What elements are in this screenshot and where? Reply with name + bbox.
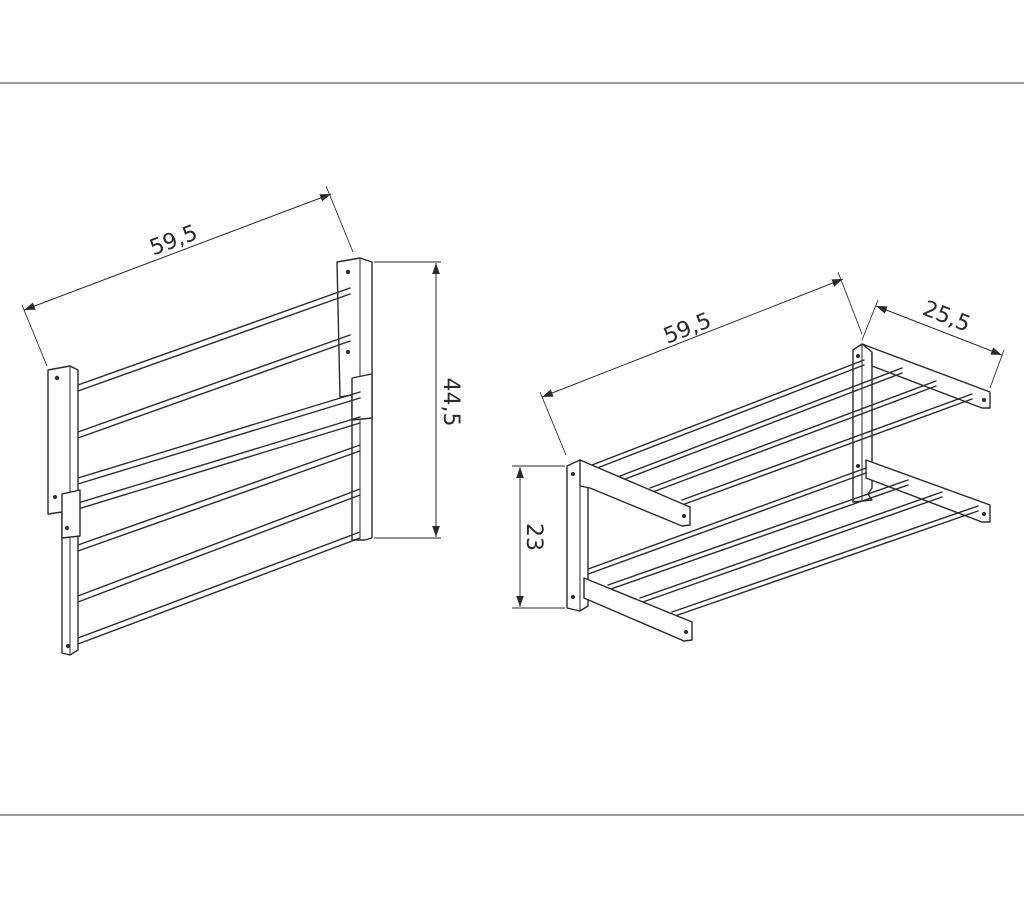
open-rack-view (566, 343, 991, 642)
folded-rack-view (47, 257, 373, 656)
folded-rails (77, 287, 361, 645)
folded-height-dimension: 44,5 (374, 261, 463, 539)
front-lower-arm (583, 577, 693, 642)
open-height-dimension: 23 (512, 465, 565, 609)
open-height-label: 23 (521, 523, 546, 551)
front-upper-arm (579, 459, 691, 527)
open-width-label: 59,5 (660, 308, 715, 349)
open-depth-label: 25,5 (919, 296, 974, 337)
folded-width-dimension: 59,5 (21, 185, 354, 367)
folded-width-label: 59,5 (146, 221, 201, 262)
folded-height-label: 44,5 (438, 378, 463, 427)
lower-shelf-rails (579, 467, 979, 618)
